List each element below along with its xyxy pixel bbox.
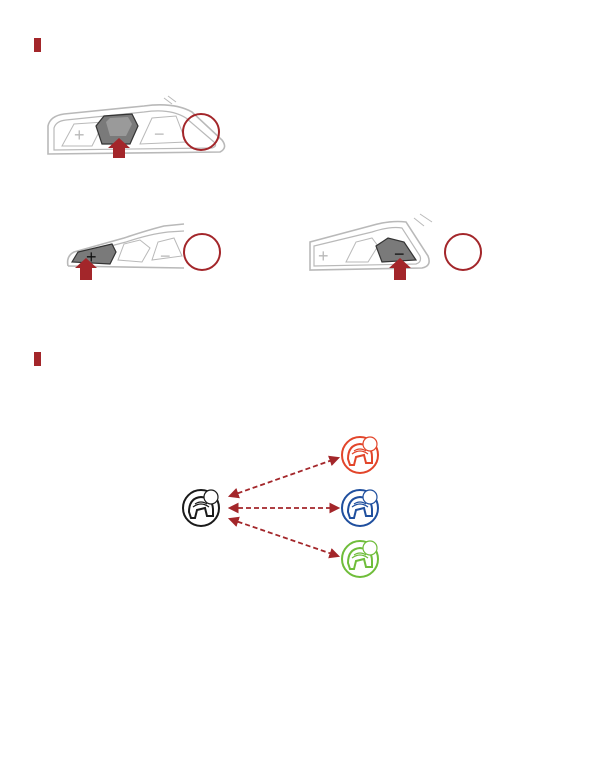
device-plus-label: + bbox=[74, 125, 85, 145]
device-minus-label: − bbox=[154, 124, 165, 144]
headset-icon bbox=[183, 490, 219, 526]
headset-icon-red bbox=[342, 437, 378, 473]
device-plus-label: + bbox=[318, 246, 329, 266]
step-circle-1 bbox=[182, 113, 220, 151]
device-minus-press-illustration: + − bbox=[310, 212, 440, 280]
step-circle-3 bbox=[444, 233, 482, 271]
device-plus-press-illustration: + − bbox=[64, 216, 184, 280]
multi-headset-pairing-diagram bbox=[170, 430, 410, 580]
step-circle-2 bbox=[183, 233, 221, 271]
link-arrow-green bbox=[230, 519, 338, 556]
headset-icon-green bbox=[342, 541, 378, 577]
section-marker-1 bbox=[34, 38, 41, 52]
device-minus-label: − bbox=[160, 246, 171, 266]
link-arrow-red bbox=[230, 458, 338, 496]
section-marker-2 bbox=[34, 352, 41, 366]
headset-icon-blue bbox=[342, 490, 378, 526]
